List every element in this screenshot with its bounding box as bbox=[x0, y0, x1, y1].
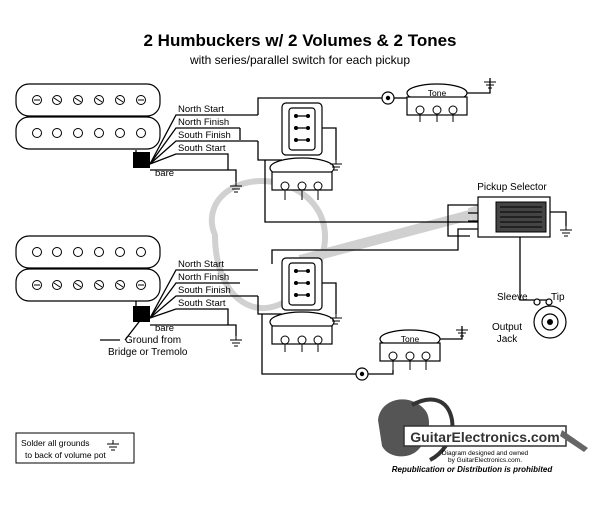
bridge-switch-wiring bbox=[239, 97, 488, 223]
guitar-watermark bbox=[208, 178, 503, 311]
selector-wire-a bbox=[447, 204, 470, 237]
neck-pickup-leads bbox=[124, 269, 258, 341]
selector-wire-b bbox=[271, 228, 468, 264]
ground-symbol bbox=[230, 182, 242, 193]
jack-label-line2: Jack bbox=[497, 334, 519, 345]
jack-tip-label: Tip bbox=[551, 292, 565, 303]
pole-pieces-row1 bbox=[32, 95, 146, 105]
pole-pieces-row1 bbox=[32, 247, 146, 257]
bridge-humbucker bbox=[15, 83, 161, 150]
solder-note-line1: Solder all grounds bbox=[21, 438, 90, 448]
bridge-tone-pot bbox=[394, 78, 496, 122]
pole-pieces-row2 bbox=[32, 280, 146, 290]
logo-name: GuitarElectronics.com bbox=[410, 429, 559, 445]
ground-note-line2: Bridge or Tremolo bbox=[108, 347, 188, 358]
bridge-pickup-leads bbox=[133, 114, 258, 182]
neck-wire-north-finish: North Finish bbox=[178, 272, 229, 283]
neck-wire-north-start: North Start bbox=[178, 259, 224, 270]
bridge-wire-north-start: North Start bbox=[178, 104, 224, 115]
neck-volume-pot bbox=[269, 311, 335, 352]
bridge-series-parallel-switch bbox=[281, 102, 323, 156]
bridge-wire-south-start: South Start bbox=[178, 143, 226, 154]
neck-tone-pot bbox=[368, 326, 468, 375]
logo-credit-1: Diagram designed and owned bbox=[442, 450, 529, 457]
logo-notice: Republication or Distribution is prohibi… bbox=[392, 465, 554, 474]
pickup-selector-switch bbox=[468, 196, 572, 238]
neck-wire-bare: bare bbox=[155, 323, 174, 334]
neck-wire-south-finish: South Finish bbox=[178, 285, 231, 296]
neck-wire-south-start: South Start bbox=[178, 298, 226, 309]
logo-credit-2: by GuitarElectronics.com. bbox=[448, 457, 522, 464]
guitar-electronics-logo bbox=[378, 397, 588, 462]
bridge-wire-bare: bare bbox=[155, 168, 174, 179]
selector-output-wire bbox=[519, 237, 548, 301]
solder-note-box bbox=[15, 432, 135, 464]
bridge-tone-capacitor bbox=[381, 91, 395, 105]
neck-humbucker bbox=[15, 235, 161, 302]
neck-switch-wiring bbox=[257, 282, 358, 375]
bridge-tone-label: Tone bbox=[428, 88, 447, 98]
bridge-wire-south-finish: South Finish bbox=[178, 130, 231, 141]
selector-label: Pickup Selector bbox=[477, 182, 547, 193]
output-jack bbox=[533, 298, 567, 339]
ground-note-line1: Ground from bbox=[125, 335, 181, 346]
neck-tone-capacitor bbox=[355, 367, 369, 381]
bridge-wire-north-finish: North Finish bbox=[178, 117, 229, 128]
page-title: 2 Humbuckers w/ 2 Volumes & 2 Tones bbox=[143, 31, 456, 50]
bridge-volume-pot bbox=[269, 157, 335, 200]
pole-pieces-row2 bbox=[32, 128, 146, 138]
ground-symbol bbox=[230, 336, 242, 347]
page-subtitle: with series/parallel switch for each pic… bbox=[189, 53, 410, 67]
neck-tone-label: Tone bbox=[401, 334, 420, 344]
neck-series-parallel-switch bbox=[281, 257, 323, 311]
solder-note-line2: to back of volume pot bbox=[25, 450, 106, 460]
jack-sleeve-label: Sleeve bbox=[497, 292, 528, 303]
jack-label-line1: Output bbox=[492, 322, 522, 333]
